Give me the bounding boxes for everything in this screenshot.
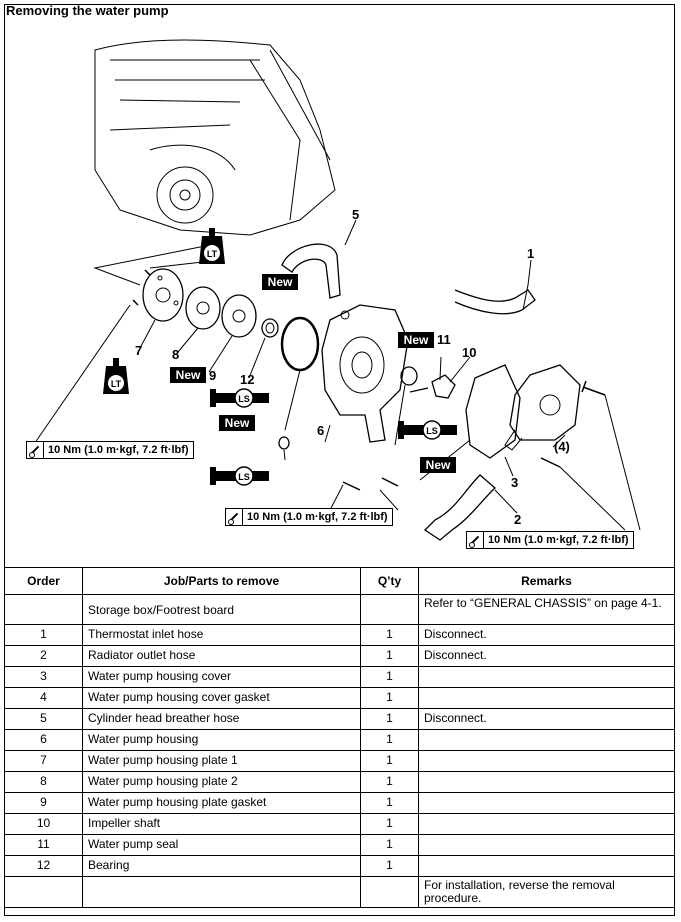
page-frame — [4, 4, 675, 916]
callout-12: 12 — [240, 372, 254, 387]
new-badge — [219, 415, 255, 431]
table-row: For installation, reverse the removal pr… — [4, 876, 675, 908]
table-row: 7 Water pump housing plate 1 1 — [4, 750, 675, 772]
table-row: 6 Water pump housing 1 — [4, 729, 675, 751]
plate-gasket — [221, 294, 257, 338]
breather-hose — [281, 243, 341, 299]
ls-marker: LS — [398, 420, 457, 440]
table-row: 9 Water pump housing plate gasket 1 — [4, 792, 675, 814]
header-part: Job/Parts to remove — [82, 567, 361, 595]
new-badge — [420, 457, 456, 473]
header-order: Order — [4, 567, 83, 595]
table-row: Storage box/Footrest board Refer to “GEN… — [4, 594, 675, 625]
bearing — [261, 318, 279, 338]
callout-7: 7 — [135, 343, 142, 358]
table-row: 4 Water pump housing cover gasket 1 — [4, 687, 675, 709]
ls-marker: LS — [210, 466, 269, 486]
exploded-diagram: LT LT LS LS LS New New New New New — [29, 39, 641, 541]
svg-text:New: New — [426, 458, 451, 472]
engine-outline — [94, 39, 336, 236]
bolt — [342, 481, 361, 491]
bolt — [581, 380, 606, 396]
torque-spec-left: 10 Nm (1.0 m·kgf, 7.2 ft·lbf) — [26, 441, 194, 459]
svg-text:New: New — [404, 333, 429, 347]
housing-cover — [509, 364, 581, 441]
svg-text:LT: LT — [111, 379, 122, 389]
callout-5: 5 — [352, 207, 359, 222]
water-pump-seal — [400, 366, 418, 386]
svg-text:New: New — [225, 416, 250, 430]
table-row: 5 Cylinder head breather hose 1 Disconne… — [4, 708, 675, 730]
impeller — [409, 374, 456, 399]
svg-text:LS: LS — [238, 394, 250, 404]
radiator-outlet-hose — [423, 474, 496, 541]
page-title: Removing the water pump — [6, 3, 169, 18]
callout-2: 2 — [514, 512, 521, 527]
plate-1 — [142, 268, 184, 322]
bolt — [132, 269, 151, 306]
table-row: 11 Water pump seal 1 — [4, 834, 675, 856]
torque-wrench-icon — [226, 509, 243, 525]
cover-gasket — [465, 364, 521, 459]
bolt — [381, 477, 399, 487]
table-row: 2 Radiator outlet hose 1 Disconnect. — [4, 645, 675, 667]
callout-11: 11 — [437, 332, 451, 347]
parts-table: Order Job/Parts to remove Q’ty Remarks S… — [4, 567, 675, 908]
callout-4: (4) — [554, 439, 570, 454]
callout-10: 10 — [462, 345, 476, 360]
svg-text:LS: LS — [238, 472, 250, 482]
torque-wrench-icon — [27, 442, 44, 458]
torque-spec-center: 10 Nm (1.0 m·kgf, 7.2 ft·lbf) — [225, 508, 393, 526]
torque-wrench-icon — [467, 532, 484, 548]
torque-spec-right: 10 Nm (1.0 m·kgf, 7.2 ft·lbf) — [466, 531, 634, 549]
o-ring — [280, 316, 320, 372]
engine-bore — [156, 166, 214, 224]
table-row: 3 Water pump housing cover 1 — [4, 666, 675, 688]
small-o-ring — [278, 436, 290, 450]
plate-2 — [185, 286, 221, 330]
svg-text:New: New — [176, 368, 201, 382]
new-badge — [262, 274, 298, 290]
new-badge — [170, 367, 206, 383]
lt-marker: LT — [103, 358, 129, 394]
lt-label: LT — [207, 249, 218, 259]
new-badge — [398, 332, 434, 348]
callout-3: 3 — [511, 475, 518, 490]
bolt — [540, 457, 561, 468]
svg-text:LS: LS — [426, 426, 438, 436]
table-row: 10 Impeller shaft 1 — [4, 813, 675, 835]
callout-1: 1 — [527, 246, 534, 261]
ls-marker: LS — [210, 388, 269, 408]
table-row: 12 Bearing 1 — [4, 855, 675, 877]
thermostat-inlet-hose — [454, 289, 536, 315]
callout-9: 9 — [209, 368, 216, 383]
pump-housing — [321, 304, 409, 443]
callout-8: 8 — [172, 347, 179, 362]
header-qty: Q’ty — [360, 567, 419, 595]
table-row: 8 Water pump housing plate 2 1 — [4, 771, 675, 793]
table-row: 1 Thermostat inlet hose 1 Disconnect. — [4, 624, 675, 646]
callout-6: 6 — [317, 423, 324, 438]
header-remarks: Remarks — [418, 567, 675, 595]
lt-marker: LT — [199, 228, 225, 264]
svg-text:New: New — [268, 275, 293, 289]
engine-detail — [109, 59, 265, 171]
